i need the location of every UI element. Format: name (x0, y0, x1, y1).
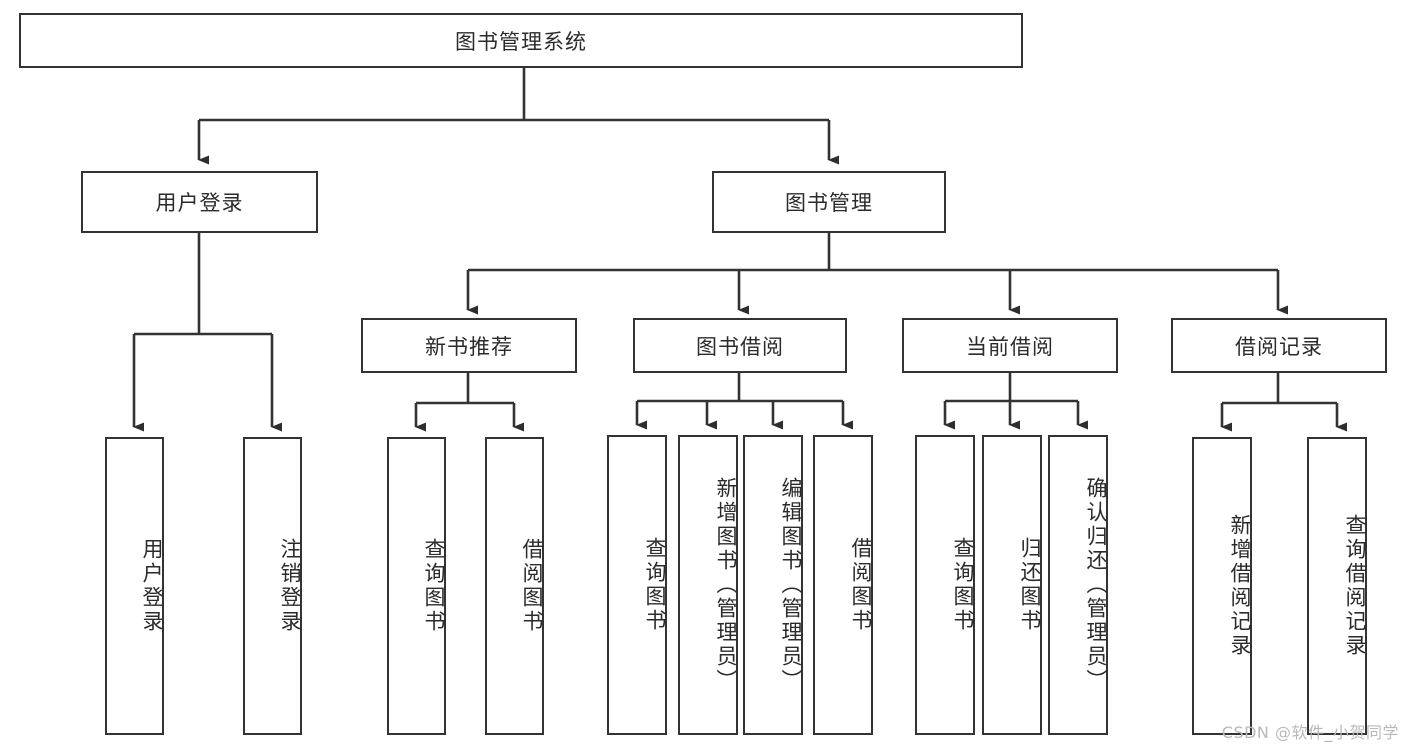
leaf-borrow-record-add[interactable]: 新增借阅记录 (1192, 437, 1252, 735)
leaf-user-login-logout[interactable]: 注销登录 (243, 437, 302, 735)
leaf-label: 用户登录 (140, 538, 164, 634)
leaf-book-borrow-query[interactable]: 查询图书 (607, 435, 667, 735)
leaf-label: 确认归还（管理员） (1084, 477, 1108, 693)
node-book-borrow[interactable]: 图书借阅 (633, 318, 847, 373)
leaf-label: 编辑图书（管理员） (779, 477, 803, 693)
leaf-label: 查询图书 (951, 537, 975, 633)
node-borrow-record[interactable]: 借阅记录 (1171, 318, 1387, 373)
node-new-book-recommend[interactable]: 新书推荐 (361, 318, 577, 373)
leaf-label: 新增借阅记录 (1228, 514, 1252, 658)
leaf-label: 查询借阅记录 (1343, 514, 1367, 658)
leaf-current-borrow-return[interactable]: 归还图书 (982, 435, 1042, 735)
node-book-management[interactable]: 图书管理 (712, 171, 946, 233)
leaf-new-book-query[interactable]: 查询图书 (387, 437, 446, 735)
leaf-label: 归还图书 (1018, 537, 1042, 633)
leaf-label: 借阅图书 (849, 537, 873, 633)
node-user-login[interactable]: 用户登录 (81, 171, 318, 233)
leaf-new-book-borrow[interactable]: 借阅图书 (485, 437, 544, 735)
leaf-label: 借阅图书 (520, 538, 544, 634)
leaf-book-borrow-borrow[interactable]: 借阅图书 (813, 435, 873, 735)
leaf-book-borrow-edit[interactable]: 编辑图书（管理员） (743, 435, 803, 735)
leaf-label: 新增图书（管理员） (714, 477, 738, 693)
leaf-borrow-record-query[interactable]: 查询借阅记录 (1307, 437, 1367, 735)
leaf-label: 注销登录 (278, 538, 302, 634)
node-current-borrow[interactable]: 当前借阅 (902, 318, 1118, 373)
watermark-text: CSDN @软件_小贺同学 (1221, 723, 1399, 742)
leaf-book-borrow-add[interactable]: 新增图书（管理员） (678, 435, 738, 735)
node-root[interactable]: 图书管理系统 (19, 13, 1023, 68)
leaf-label: 查询图书 (422, 538, 446, 634)
leaf-label: 查询图书 (643, 537, 667, 633)
leaf-user-login-login[interactable]: 用户登录 (105, 437, 164, 735)
leaf-current-borrow-confirm[interactable]: 确认归还（管理员） (1048, 435, 1108, 735)
leaf-current-borrow-query[interactable]: 查询图书 (915, 435, 975, 735)
